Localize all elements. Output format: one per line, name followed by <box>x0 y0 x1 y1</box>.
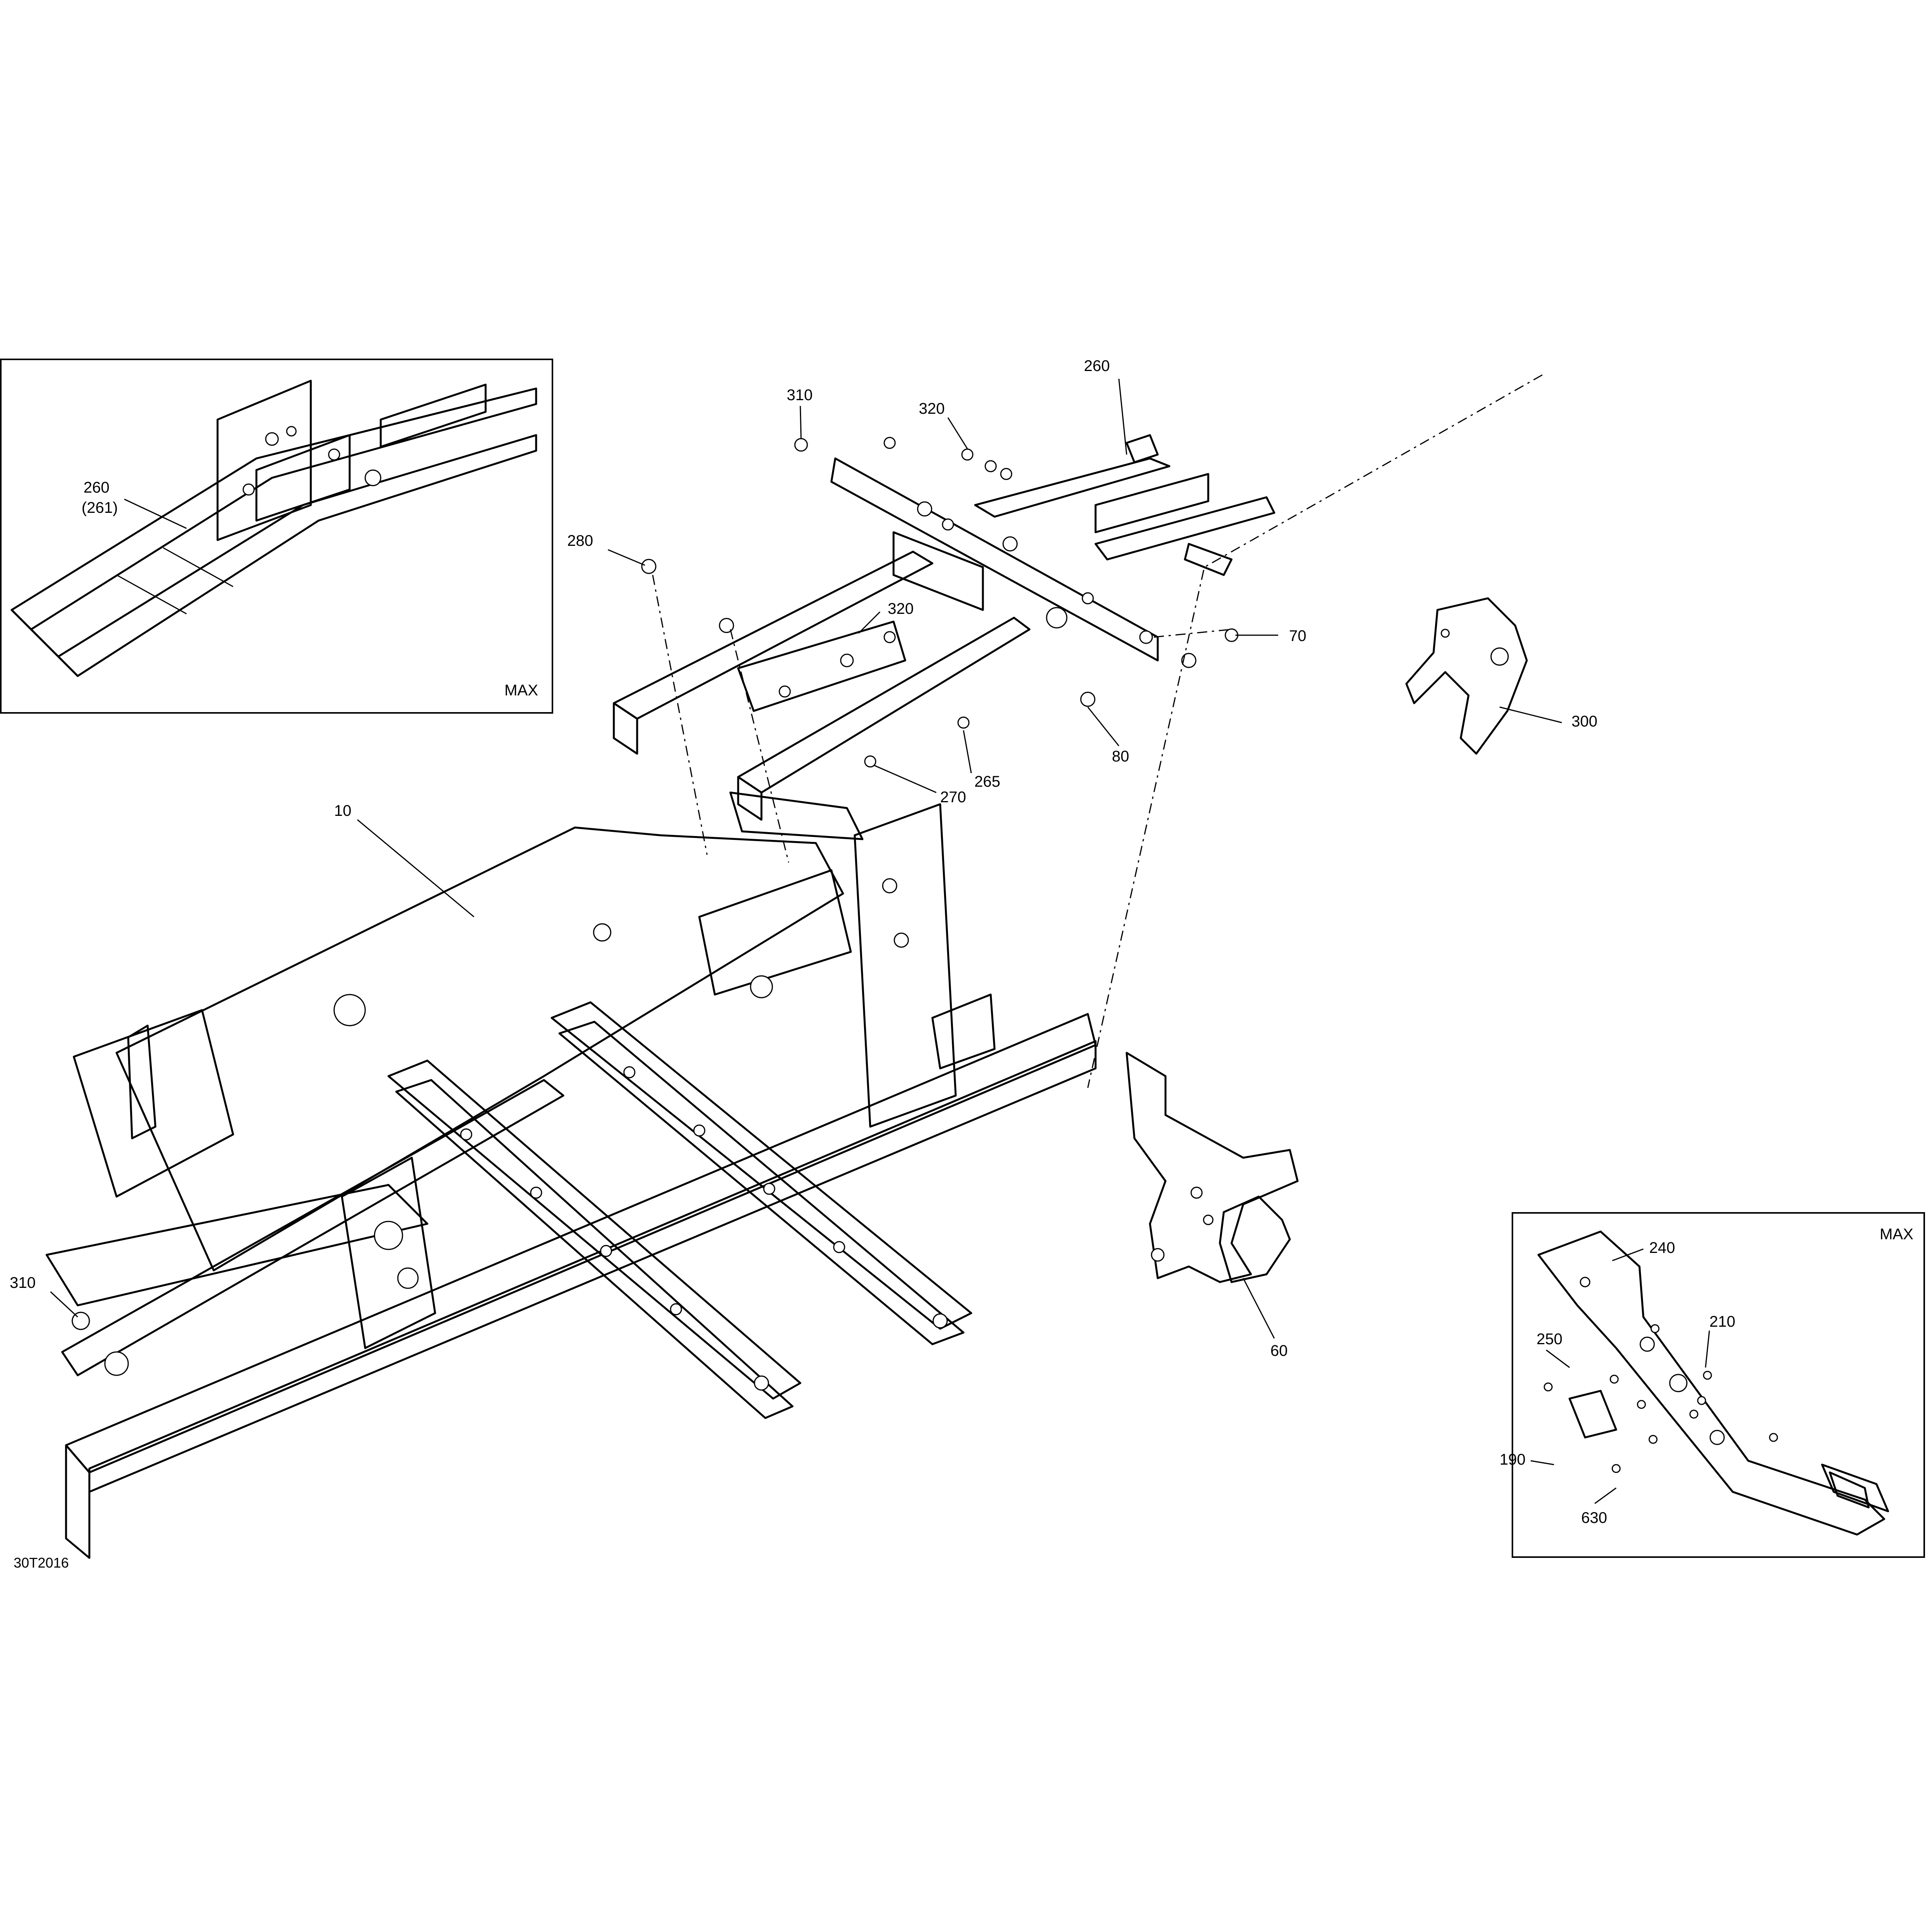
callout-320-mid: 320 <box>888 600 914 617</box>
rear-frame-260 <box>613 434 1275 821</box>
leader-250 <box>1546 1349 1570 1368</box>
callout-630: 630 <box>1581 1509 1607 1526</box>
dash-projection-line <box>1087 374 1543 1088</box>
bracket-60 <box>1125 1052 1299 1283</box>
callout-270: 270 <box>940 789 966 806</box>
callout-310-left: 310 <box>10 1274 36 1291</box>
leader-260-inset <box>124 498 187 529</box>
cross-member-right <box>551 1001 972 1345</box>
main-frame-10 <box>45 791 1097 1559</box>
callout-80: 80 <box>1112 748 1129 765</box>
dash-guide-280 <box>652 575 708 855</box>
callout-310-top: 310 <box>787 387 813 404</box>
callout-10: 10 <box>334 802 352 819</box>
callout-190: 190 <box>1500 1451 1526 1468</box>
inset-max-crossmember: 240 250 210 190 630 MAX <box>1500 1212 1925 1558</box>
callout-261-inset: (261) <box>82 499 118 516</box>
callout-250: 250 <box>1537 1331 1563 1348</box>
callout-320-top: 320 <box>919 400 945 417</box>
inset-label-max-bottom: MAX <box>1880 1226 1913 1243</box>
rear-frame-fasteners <box>641 437 1239 768</box>
leader-630 <box>1594 1487 1617 1504</box>
diagram-code: 30T2016 <box>14 1555 69 1571</box>
leader-210 <box>1705 1330 1710 1368</box>
callout-265: 265 <box>974 773 1000 790</box>
inset-label-max-top: MAX <box>504 682 538 699</box>
leader-240 <box>1612 1248 1644 1261</box>
inset-rear-frame-drawing <box>10 380 537 677</box>
callout-60: 60 <box>1270 1342 1288 1359</box>
inset-max-rear-frame: 260 (261) MAX <box>0 359 553 714</box>
callout-240: 240 <box>1649 1239 1675 1256</box>
leaders-main <box>50 378 1562 1339</box>
callout-260-inset: 260 <box>84 479 110 496</box>
cross-member-left <box>387 1059 801 1419</box>
leader-190 <box>1530 1460 1554 1465</box>
inset-frame-bottom-right <box>1512 1212 1925 1558</box>
inset-crossmember-drawing <box>1537 1230 1889 1536</box>
callout-70: 70 <box>1289 627 1307 645</box>
callout-260-main: 260 <box>1084 357 1110 375</box>
callout-300: 300 <box>1571 713 1598 730</box>
callout-280: 280 <box>567 532 593 549</box>
callout-210: 210 <box>1709 1313 1735 1330</box>
inset-frame-top-left <box>0 359 553 714</box>
bracket-300 <box>1405 597 1528 755</box>
dash-guide-320 <box>730 629 789 863</box>
dash-guide-70 <box>1153 629 1232 638</box>
